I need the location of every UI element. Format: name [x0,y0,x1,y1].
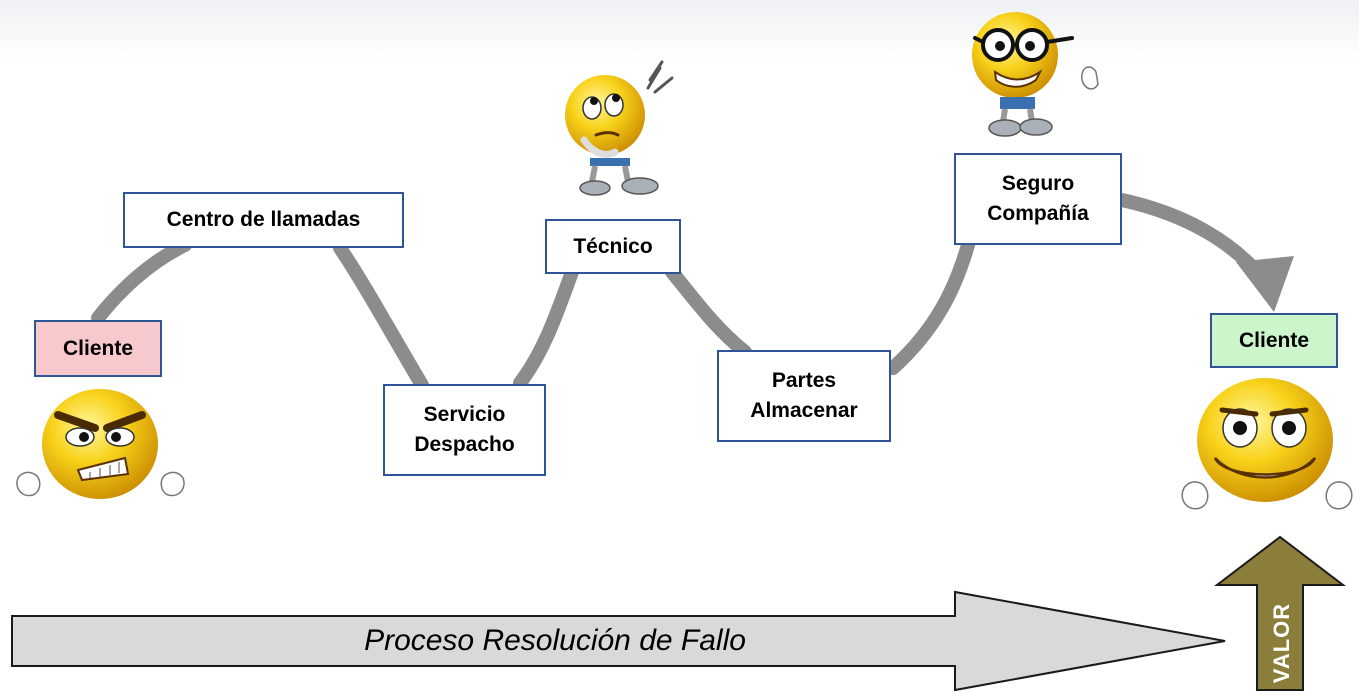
path-segment-3 [513,265,579,390]
path-segment-2 [333,241,429,392]
step-label: Técnico [573,234,653,258]
path-segment-1 [91,238,192,325]
step-centro-de-llamadas: Centro de llamadas [123,192,404,248]
path-segment-4 [665,265,752,359]
happy-smiley-icon [1181,378,1353,510]
step-cliente-end: Cliente [1210,313,1338,368]
step-cliente-start: Cliente [34,320,162,377]
step-tecnico: Técnico [545,219,681,274]
nerd-smiley-icon [972,12,1099,137]
process-arrow-label: Proceso Resolución de Fallo [364,624,746,657]
process-arrow [11,590,1226,692]
value-arrow-label: VALOR [1269,602,1294,683]
value-arrow [1214,535,1346,691]
step-label: Cliente [62,336,133,360]
flow-path [91,238,975,392]
step-label: Cliente [1238,328,1309,352]
step-label: Partes Almacenar [750,369,858,422]
step-label: Servicio Despacho [414,403,515,456]
step-partes-almacenar: Partes Almacenar [717,350,891,442]
thinking-smiley-icon [565,60,674,196]
step-label: Centro de llamadas [166,208,361,231]
step-label: Seguro Compañía [987,172,1089,225]
step-seguro-compania: Seguro Compañía [954,153,1122,245]
header-band [0,0,1359,60]
angry-smiley-icon [16,389,185,499]
step-servicio-despacho: Servicio Despacho [383,384,546,476]
final-arrow-head [1236,256,1294,312]
path-segment-5 [886,238,975,375]
